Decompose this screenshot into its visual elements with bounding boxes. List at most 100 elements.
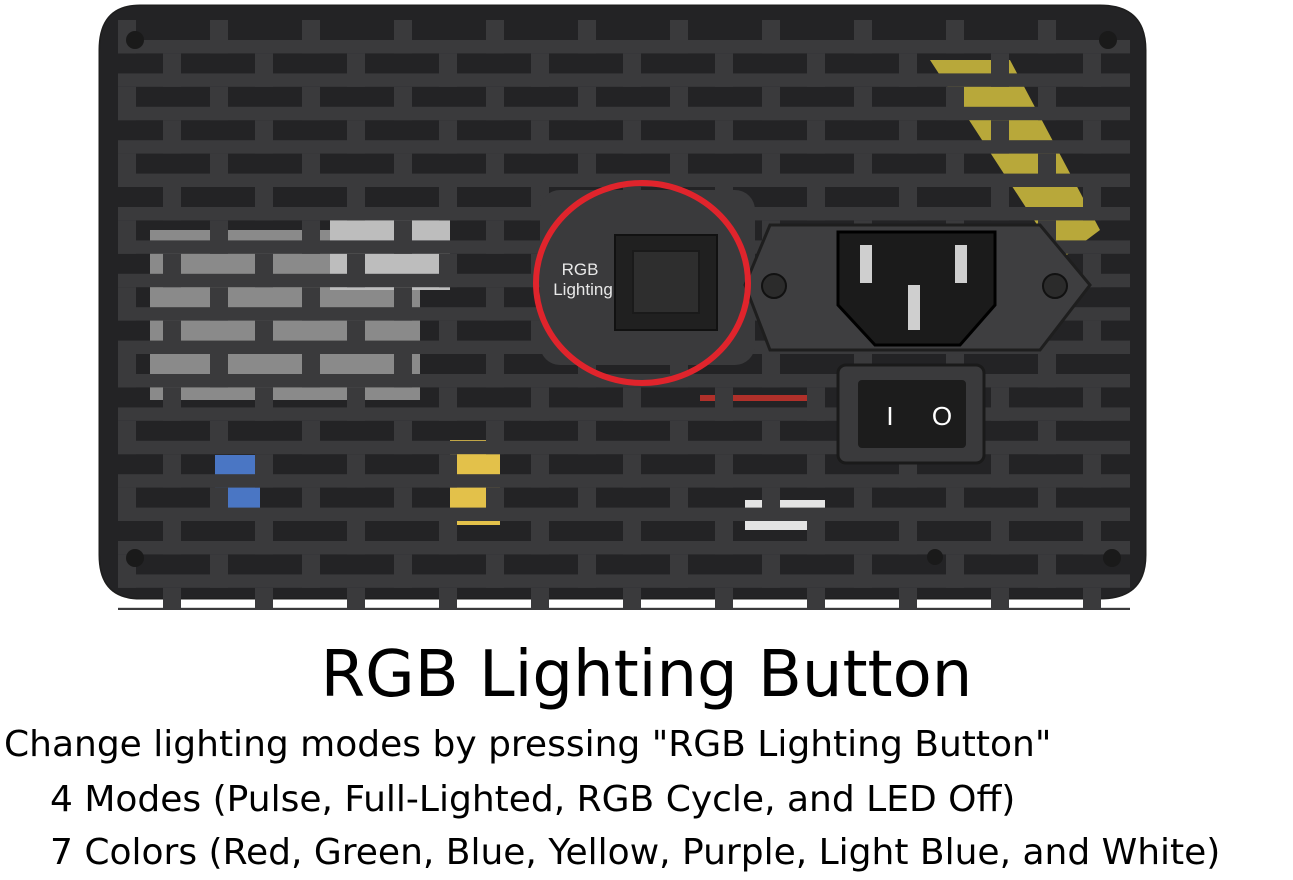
grille-bar [118,574,1130,588]
grille-post [347,454,365,488]
grille-post [302,86,320,121]
grille-post [347,253,365,288]
grille-post [578,20,596,54]
grille-post [899,120,917,154]
grille-post [255,187,273,221]
grille-post [1038,554,1056,588]
grille-post [807,387,825,421]
grille-post [899,587,917,610]
power-off-symbol: O [932,401,952,431]
grille-post [439,387,457,421]
grille-post [163,320,181,354]
grille-post [163,53,181,87]
grille-post [946,86,964,121]
grille-post [762,354,780,388]
screw-hole [126,31,144,49]
grille-post [715,120,733,154]
grille-bar [118,507,1130,521]
grille-post [255,587,273,610]
grille-post [302,153,320,187]
grille-post [899,187,917,221]
grille-post [807,454,825,488]
grille-post [531,120,549,154]
grille-post [210,86,228,121]
power-switch [858,380,966,448]
grille-post [210,554,228,588]
grille-post [1038,354,1056,388]
grille-post [1083,320,1101,354]
grille-post [394,354,412,388]
grille-post [486,20,504,54]
grille-post [854,487,872,521]
grille-post [118,287,136,321]
grille-post [1083,120,1101,154]
grille-post [210,20,228,54]
grille-post [302,20,320,54]
red-wire [700,395,810,401]
grille-post [762,153,780,187]
screw-hole [1103,549,1121,567]
grille-post [991,587,1009,610]
grille-post [531,521,549,555]
grille-post [439,521,457,555]
grille-post [946,153,964,187]
psu-rear-panel-photo: I O RGB Lighting [98,4,1147,610]
grille-post [347,120,365,154]
grille-post [991,53,1009,87]
grille-post [807,53,825,87]
grille-post [486,487,504,521]
grille-post [715,387,733,421]
grille-post [302,220,320,254]
grille-post [623,454,641,488]
grille-post [670,86,688,121]
socket-pin [908,285,920,330]
grille-post [394,86,412,121]
grille-post [623,521,641,555]
rgb-label-line1: RGB [562,260,599,279]
grille-post [255,454,273,488]
grille-post [347,187,365,221]
grille-post [118,420,136,455]
grille-post [394,220,412,254]
grille-post [255,320,273,354]
grille-post [486,354,504,388]
grille-post [623,387,641,421]
grille-post [1083,53,1101,87]
grille-post [347,587,365,610]
grille-post [807,120,825,154]
grille-post [118,86,136,121]
grille-post [255,120,273,154]
grille-post [347,387,365,421]
grille-post [347,320,365,354]
screw-hole [126,549,144,567]
grille-post [531,454,549,488]
grille-post [1083,521,1101,555]
grille-post [210,354,228,388]
grille-post [670,554,688,588]
grille-post [670,420,688,455]
grille-post [302,354,320,388]
grille-post [486,86,504,121]
grille-post [854,554,872,588]
grille-post [118,487,136,521]
grille-post [1038,153,1056,187]
grille-post [623,120,641,154]
grille-post [1038,420,1056,455]
grille-post [1083,387,1101,421]
grille-post [210,287,228,321]
grille-post [578,420,596,455]
grille-post [854,86,872,121]
grille-post [762,487,780,521]
caption-line-3: 7 Colors (Red, Green, Blue, Yellow, Purp… [50,832,1221,873]
grille-post [394,153,412,187]
caption-line-1: Change lighting modes by pressing "RGB L… [4,724,1052,765]
grille-post [255,387,273,421]
grille-post [439,187,457,221]
grille-post [1038,487,1056,521]
grille-post [762,86,780,121]
grille-post [807,521,825,555]
grille-post [439,454,457,488]
rgb-label-line2: Lighting [553,280,613,299]
grille-post [670,20,688,54]
grille-post [762,20,780,54]
